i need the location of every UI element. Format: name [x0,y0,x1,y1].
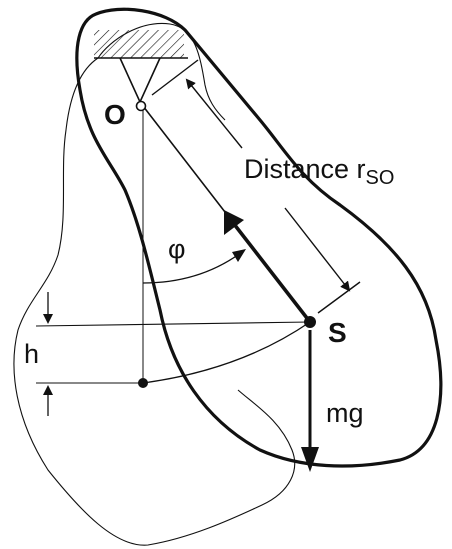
weight-arrow-head [301,447,319,472]
angle-arc-head [232,249,246,262]
direction-arrow [225,213,312,324]
label-height: h [24,339,39,369]
label-distance-subscript: SO [366,167,395,189]
h-level-upper [35,321,311,327]
deflected-body-outline [75,7,443,468]
distance-tick-top [151,59,199,96]
label-pivot: O [104,99,126,130]
label-distance-prefix: Distance r [244,154,366,184]
distance-tick-bottom [317,281,361,314]
label-weight: mg [326,398,364,428]
swing-arc [142,321,311,384]
label-center-of-mass: S [328,317,347,348]
center-of-mass-point [304,316,316,328]
rest-center-point [138,378,148,388]
direction-arrow-head [224,210,244,235]
pivot-support [119,57,161,104]
angle-arc [142,251,243,284]
ceiling-hatch [94,30,184,58]
distance-leader-upper [185,78,243,149]
label-angle: φ [168,234,186,264]
label-distance: Distance rSO [244,154,394,189]
distance-leader-lower [284,207,351,292]
pivot-point [135,100,147,112]
rest-position-outline [13,57,296,546]
